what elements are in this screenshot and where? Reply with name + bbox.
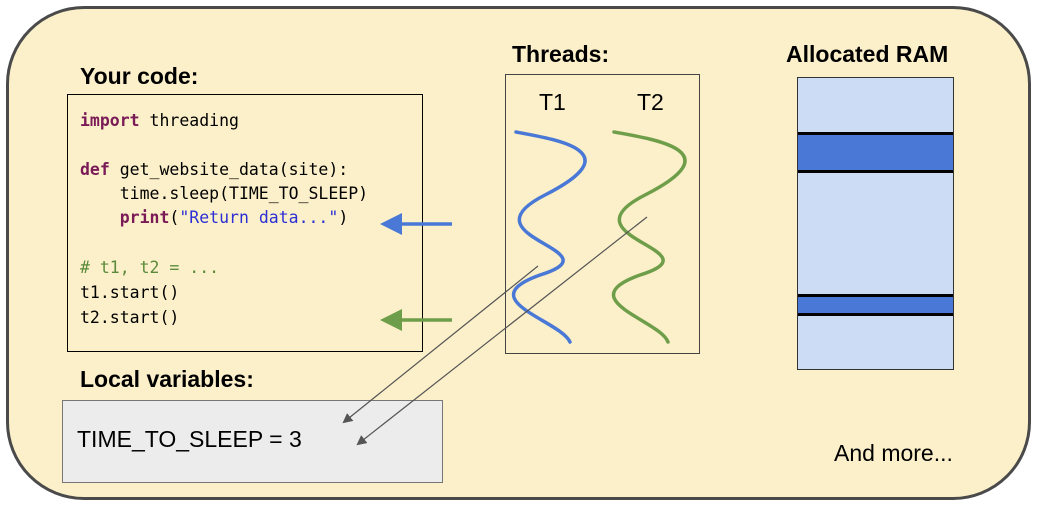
and-more-text: And more... [834,440,953,466]
code-text: get_website_data(site): [109,160,349,179]
threads-box [505,74,700,354]
code-line-t1-start: t1.start() [80,283,180,302]
locals-box [62,400,443,483]
t2-current-line-arrow [380,309,452,331]
code-line-import: import threading [80,111,239,131]
t1-local-pointer [342,265,539,424]
code-line-def: def get_website_data(site): [80,160,348,180]
code-heading: Your code: [80,63,199,89]
ram-heading: Allocated RAM [786,41,949,67]
thread-t2-wave [611,130,687,344]
code-text: threading [139,111,239,130]
t1-current-line-arrow [380,213,452,235]
t2-local-pointer [356,216,648,446]
code-string: "Return data..." [179,208,339,227]
allocated-ram-bar [797,77,954,370]
threads-heading: Threads: [512,41,610,67]
code-line-sleep: time.sleep(TIME_TO_SLEEP) [80,184,369,203]
ram-block [798,132,953,173]
ram-block [798,294,953,316]
keyword-print: print [119,208,170,227]
thread-t1-wave [511,130,587,344]
keyword-import: import [80,111,140,130]
code-paren: ) [338,208,349,227]
code-line-print: print("Return data...") [80,208,349,228]
thread-t1-label: T1 [539,89,566,115]
code-line-t2-start: t2.start() [80,308,180,327]
code-line-comment: # t1, t2 = ... [80,258,220,277]
locals-heading: Local variables: [80,366,254,392]
keyword-def: def [80,160,110,179]
code-paren: ( [169,208,180,227]
local-variable-value: TIME_TO_SLEEP = 3 [77,426,302,452]
thread-t2-label: T2 [637,89,664,115]
